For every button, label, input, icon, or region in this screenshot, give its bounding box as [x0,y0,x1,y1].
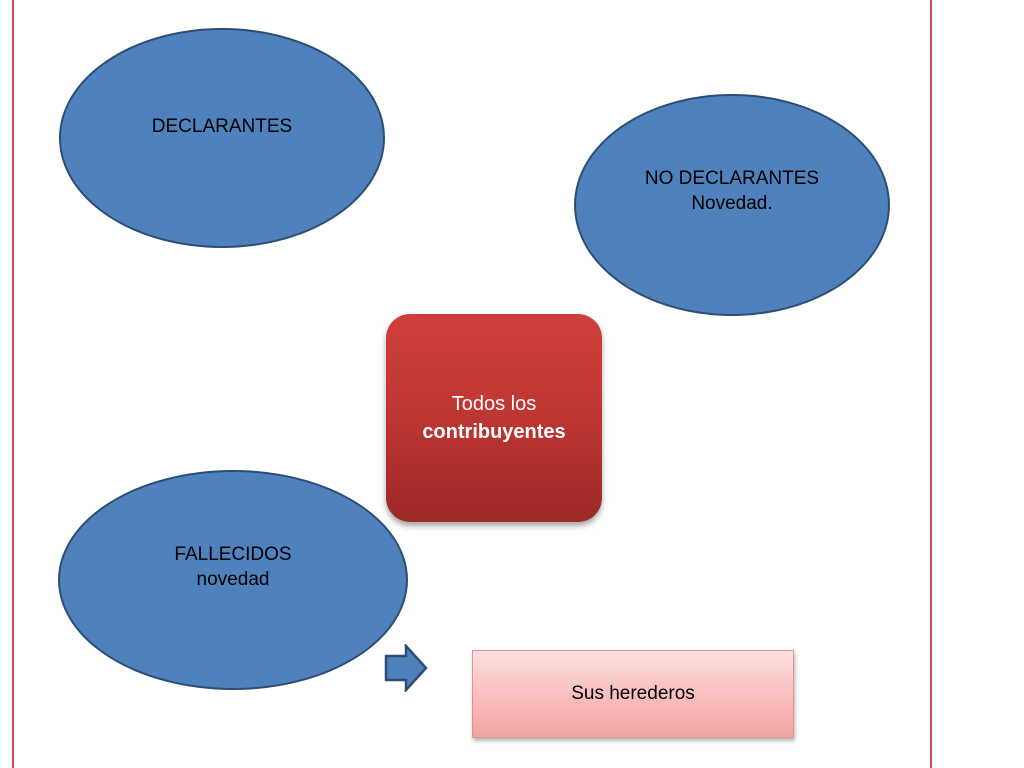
node-no-declarantes-note: Novedad. [691,193,773,214]
node-herederos-label: Sus herederos [571,683,695,704]
node-todos-contribuyentes: Todos los contribuyentes [386,314,602,522]
node-fallecidos-note: novedad [196,569,270,590]
node-no-declarantes: NO DECLARANTES Novedad. [574,94,890,316]
node-fallecidos-title: FALLECIDOS [174,544,292,565]
node-no-declarantes-title: NO DECLARANTES [644,168,820,189]
right-arrow-icon [384,644,428,692]
node-herederos: Sus herederos [472,650,794,738]
node-todos-line1: Todos los [451,393,537,415]
node-declarantes-label: DECLARANTES [151,115,293,137]
node-declarantes: DECLARANTES [59,28,385,248]
node-todos-line2: contribuyentes [422,421,566,443]
node-fallecidos: FALLECIDOS novedad [58,470,408,690]
slide-frame [12,0,932,768]
